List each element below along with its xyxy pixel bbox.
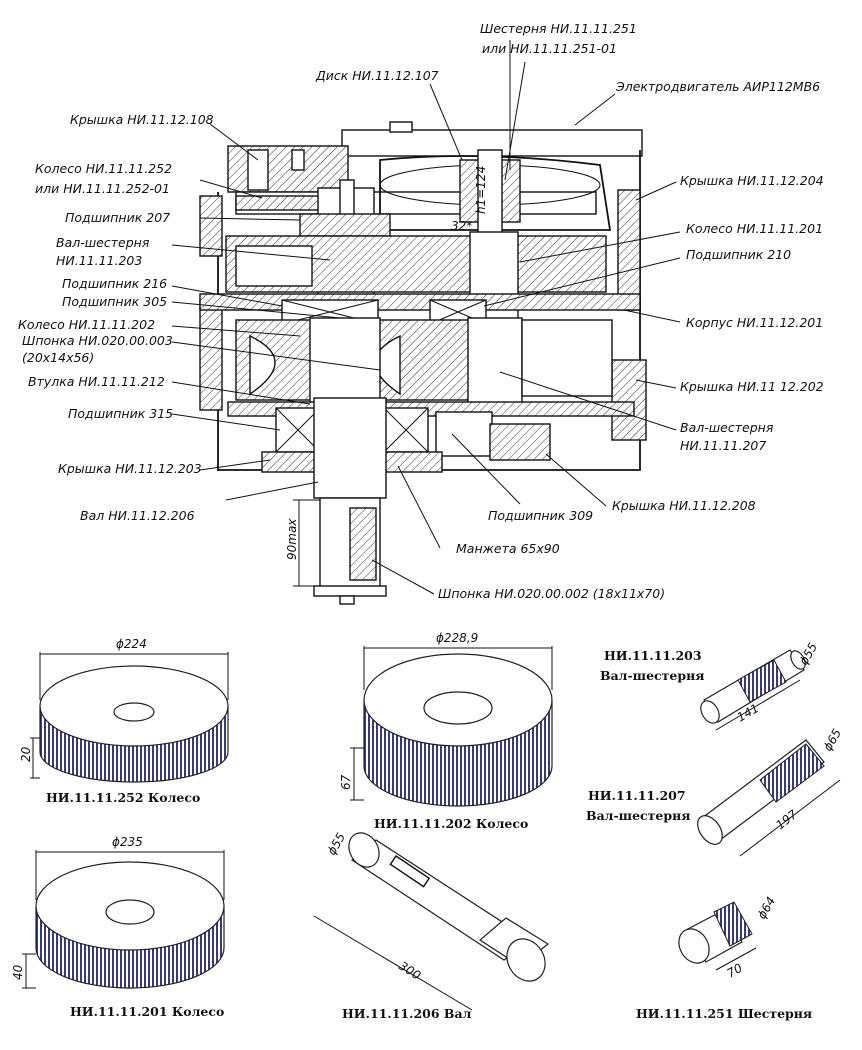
dim-206-dia: ϕ55: [324, 830, 348, 857]
label-shaft-gear-207: Вал-шестерня: [680, 420, 774, 435]
caption-203-num: НИ.11.11.203: [604, 648, 702, 663]
part-wheel-252: ϕ224 20 НИ.11.11.252 Колесо: [19, 637, 229, 805]
label-gear-251-alt: или НИ.11.11.251-01: [482, 41, 617, 56]
dim-252-w: 20: [19, 746, 33, 762]
dim-202-w: 67: [339, 774, 353, 790]
label-cover-108: Крышка НИ.11.12.108: [70, 112, 214, 127]
label-shaft-gear-203: Вал-шестерня: [56, 235, 150, 250]
label-disk-107: Диск НИ.11.12.107: [315, 68, 439, 83]
label-wheel-201: Колесо НИ.11.11.201: [686, 221, 823, 236]
label-seal: Манжета 65х90: [456, 541, 560, 556]
shaft-len-dim: 90max: [285, 518, 299, 560]
caption-252: НИ.11.11.252 Колесо: [46, 790, 200, 805]
label-bearing-309: Подшипник 309: [488, 508, 593, 523]
label-shaft-206: Вал НИ.11.12.206: [80, 508, 195, 523]
caption-207-name: Вал-шестерня: [586, 808, 691, 823]
part-wheel-202: ϕ228,9 67 НИ.11.11.202 Колесо: [339, 631, 553, 831]
label-key-002: Шпонка НИ.020.00.002 (18х11х70): [438, 586, 665, 601]
label-bearing-305: Подшипник 305: [62, 294, 167, 309]
caption-207-num: НИ.11.11.207: [588, 788, 686, 803]
dim-251-len: 70: [725, 961, 746, 981]
label-bearing-216: Подшипник 216: [62, 276, 167, 291]
shaft-206: [313, 397, 387, 499]
label-motor: Электродвигатель АИР112МВ6: [615, 79, 820, 94]
part-gear-251: 70 ϕ64 НИ.11.11.251 Шестерня: [636, 894, 812, 1021]
caption-251: НИ.11.11.251 Шестерня: [636, 1006, 812, 1021]
label-bearing-315: Подшипник 315: [68, 406, 173, 421]
label-gear-251: Шестерня НИ.11.11.251: [480, 21, 637, 36]
dim-201-dia: ϕ235: [112, 835, 143, 849]
caption-202: НИ.11.11.202 Колесо: [374, 816, 528, 831]
label-wheel-202: Колесо НИ.11.11.202: [18, 317, 155, 332]
caption-203-name: Вал-шестерня: [600, 668, 705, 683]
label-cover-202: Крышка НИ.11 12.202: [680, 379, 824, 394]
dim-202-dia: ϕ228,9: [436, 631, 478, 645]
dim-252-dia: ϕ224: [116, 637, 147, 651]
cover-108: [227, 145, 349, 193]
dim-251-dia: ϕ64: [754, 894, 778, 921]
label-bearing-207: Подшипник 207: [65, 210, 170, 225]
label-cover-203: Крышка НИ.11.12.203: [58, 461, 202, 476]
assembly-labels: Шестерня НИ.11.11.251 или НИ.11.11.251-0…: [18, 21, 824, 601]
gearbox-assembly: 90max h1=124 32*: [199, 121, 647, 605]
key-002: [349, 507, 377, 581]
label-bearing-210: Подшипник 210: [686, 247, 791, 262]
d-inner-dim: 32*: [451, 219, 472, 233]
caption-201: НИ.11.11.201 Колесо: [70, 1004, 224, 1019]
label-wheel-252: Колесо НИ.11.11.252: [35, 161, 172, 176]
part-shaft-206: 300 ϕ55 НИ.11.11.206 Вал: [313, 830, 550, 1021]
shaft-gear-207: [467, 317, 523, 409]
label-shaft-gear-207-num: НИ.11.11.207: [680, 438, 766, 453]
caption-206: НИ.11.11.206 Вал: [342, 1006, 472, 1021]
dim-201-w: 40: [11, 964, 25, 980]
label-shaft-gear-203-num: НИ.11.11.203: [56, 253, 142, 268]
dim-207-dia: ϕ65: [820, 726, 844, 753]
label-bushing-212: Втулка НИ.11.11.212: [28, 374, 165, 389]
label-wheel-252-alt: или НИ.11.11.252-01: [35, 181, 170, 196]
part-shaft-gear-203: 141 ϕ55 НИ.11.11.203 Вал-шестерня: [600, 640, 820, 731]
part-wheel-201: ϕ235 40 НИ.11.11.201 Колесо: [11, 835, 225, 1019]
h-inner-dim: h1=124: [474, 166, 488, 214]
label-cover-208: Крышка НИ.11.12.208: [612, 498, 756, 513]
label-housing-201: Корпус НИ.11.12.201: [686, 315, 823, 330]
leader-lines: [171, 40, 681, 595]
label-key-003-dim: (20x14x56): [22, 350, 94, 365]
part-shaft-gear-207: 197 ϕ65 НИ.11.11.207 Вал-шестерня: [586, 726, 844, 857]
dim-203-dia: ϕ55: [796, 640, 820, 667]
bearing-309: [435, 411, 493, 457]
label-cover-204: Крышка НИ.11.12.204: [680, 173, 824, 188]
label-key-003: Шпонка НИ.020.00.003: [22, 333, 173, 348]
dim-207-len: 197: [773, 807, 800, 832]
